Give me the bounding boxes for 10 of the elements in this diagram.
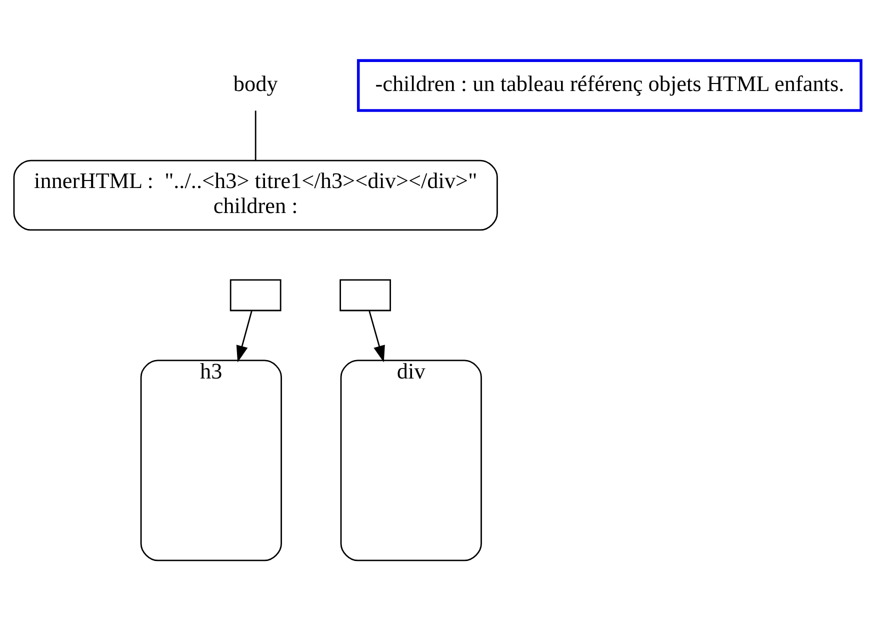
node-box: [340, 278, 391, 311]
connector: [254, 110, 256, 160]
node-box: [230, 278, 282, 311]
node-box: h3: [140, 359, 282, 561]
node-box: innerHTML : "../..<h3> titre1</h3><div></div>" children :: [13, 159, 498, 230]
node-box: -children : un tableau référenç objets HTML enfants.: [356, 58, 862, 112]
arrow: [368, 310, 385, 362]
arrow: [236, 310, 252, 362]
node-text: body: [233, 70, 278, 96]
node-box: div: [340, 359, 482, 561]
